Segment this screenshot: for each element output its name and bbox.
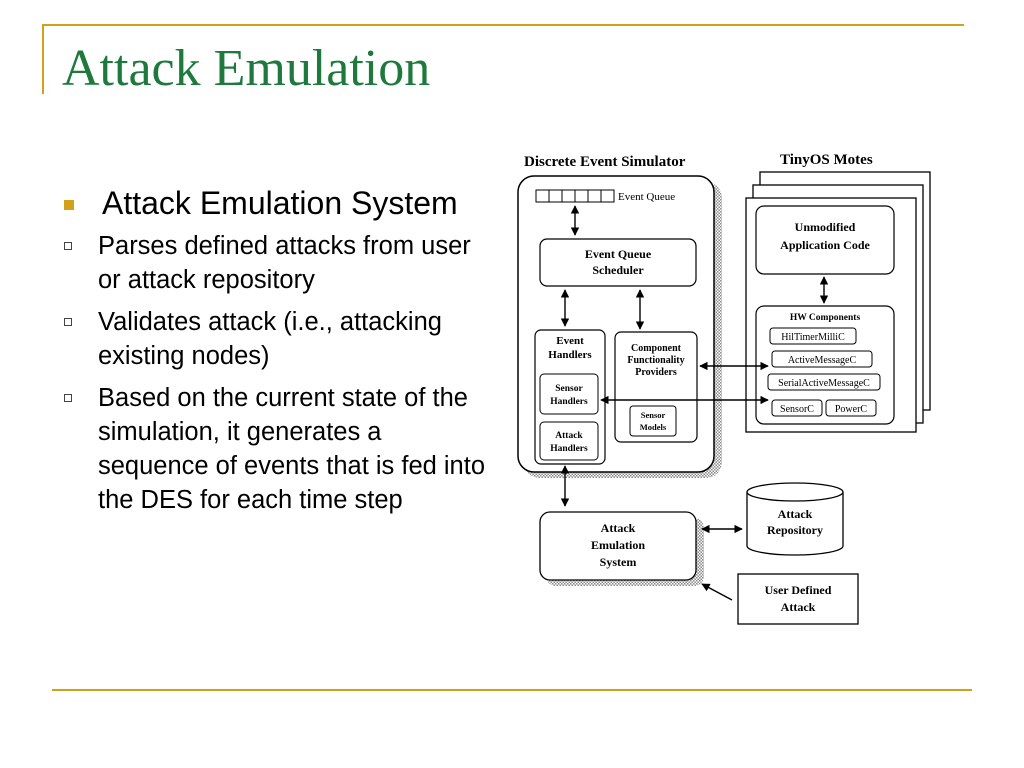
architecture-diagram: Discrete Event Simulator TinyOS Motes Ev… (517, 152, 931, 625)
sensor-models-line1: Sensor (641, 410, 666, 420)
sensor-handlers-box (539, 373, 599, 415)
event-handlers-line2: Handlers (548, 349, 592, 361)
arrow-user-aes (701, 583, 733, 601)
hollow-square-bullet-icon (64, 318, 72, 326)
sensor-models-line2: Models (640, 422, 667, 432)
sensor-models-box (629, 405, 677, 437)
app-code-line1: Unmodified (795, 220, 856, 234)
app-code-line2: Application Code (780, 238, 870, 252)
repository-line2: Repository (767, 523, 823, 537)
hollow-square-bullet-icon (64, 242, 72, 250)
sensor-handlers-line1: Sensor (555, 384, 583, 394)
event-queue-label: Event Queue (618, 191, 675, 203)
repository-line1: Attack (778, 507, 813, 521)
sensor-handlers-line2: Handlers (550, 397, 588, 407)
bullet-text: Attack Emulation System (102, 185, 458, 221)
aes-line3: System (600, 555, 637, 569)
hw-item-box (825, 399, 877, 417)
hollow-square-bullet-icon (64, 394, 72, 402)
sub-bullet-text: Parses defined attacks from user or atta… (98, 232, 471, 294)
hw-item-label: SensorC (780, 404, 814, 415)
app-code-box (755, 205, 895, 275)
hw-item-label: PowerC (835, 404, 868, 415)
hw-item-label: SerialActiveMessageC (778, 378, 870, 389)
aes-line1: Attack (601, 521, 636, 535)
slide-title: Attack Emulation (62, 40, 431, 97)
des-title: Discrete Event Simulator (524, 154, 686, 170)
frame-top-rule (42, 24, 964, 26)
attack-handlers-line2: Handlers (550, 444, 588, 454)
scheduler-label-line1: Event Queue (585, 247, 652, 261)
sub-bullet-item: Parses defined attacks from user or atta… (62, 229, 492, 297)
cfp-line1: Component (631, 343, 682, 354)
square-bullet-icon (64, 200, 74, 210)
sub-bullet-text: Validates attack (i.e., attacking existi… (98, 308, 442, 370)
hw-item-box (771, 399, 823, 417)
aes-line2: Emulation (591, 538, 645, 552)
sub-bullet-list: Parses defined attacks from user or atta… (62, 229, 492, 517)
user-attack-line2: Attack (781, 600, 816, 614)
hw-item-box (767, 373, 881, 391)
sub-bullet-item: Validates attack (i.e., attacking existi… (62, 305, 492, 373)
hw-item-label: ActiveMessageC (788, 355, 857, 366)
bullet-list: Attack Emulation System Parses defined a… (62, 185, 492, 525)
hw-item-box (769, 327, 857, 345)
aes-box (539, 511, 697, 581)
sub-bullet-item: Based on the current state of the simula… (62, 381, 492, 517)
motes-title: TinyOS Motes (780, 152, 873, 168)
scheduler-box (539, 238, 697, 287)
bullet-item: Attack Emulation System (62, 185, 492, 221)
cfp-line2: Functionality (627, 355, 684, 366)
event-queue-cells (535, 189, 615, 203)
frame-left-rule (42, 24, 44, 94)
attack-handlers-box (539, 421, 599, 461)
user-attack-box (737, 573, 859, 625)
footer-rule (52, 689, 972, 691)
cfp-line3: Providers (635, 367, 677, 378)
hw-item-label: HilTimerMilliC (781, 332, 845, 343)
scheduler-label-line2: Scheduler (592, 263, 644, 277)
sub-bullet-text: Based on the current state of the simula… (98, 384, 486, 514)
hw-item-box (771, 350, 873, 368)
user-attack-line1: User Defined (765, 583, 832, 597)
hw-components-title: HW Components (790, 313, 861, 323)
event-handlers-line1: Event (556, 335, 584, 347)
repository-cylinder (746, 482, 844, 556)
attack-handlers-line1: Attack (555, 431, 583, 441)
